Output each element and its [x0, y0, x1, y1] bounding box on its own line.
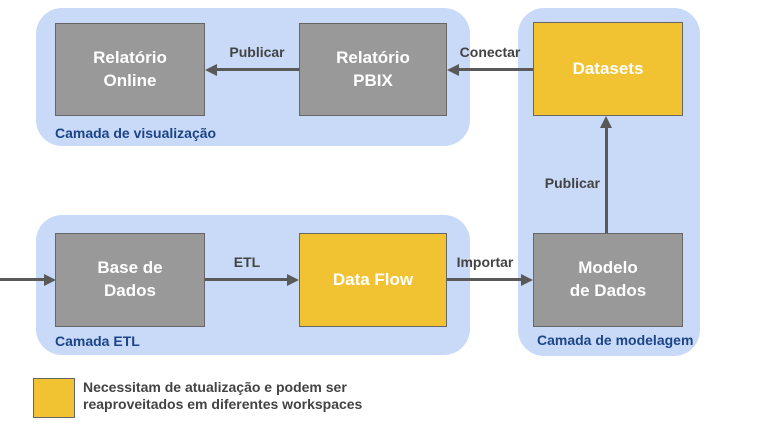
arrow-publicar-up-head: [600, 116, 612, 128]
arrow-importar-head: [521, 274, 533, 286]
arrow-publicar-top-head: [205, 64, 217, 76]
node-data-flow: Data Flow: [299, 233, 447, 327]
arrow-etl-head: [287, 274, 299, 286]
modeling-layer-label: Camada de modelagem: [537, 332, 694, 348]
legend-text: Necessitam de atualização e podem ser re…: [83, 379, 363, 412]
arrow-source-to-base-line: [0, 278, 46, 281]
node-relatorio-online: Relatório Online: [55, 23, 205, 116]
legend-yellow-swatch: [33, 378, 75, 418]
edge-label-publicar-top: Publicar: [229, 44, 285, 60]
edge-label-importar: Importar: [456, 254, 514, 270]
arrow-publicar-up-line: [605, 126, 608, 233]
arrow-conectar-head: [447, 64, 459, 76]
arrow-etl-line: [205, 278, 289, 281]
edge-label-etl: ETL: [233, 254, 261, 270]
arrow-conectar-line: [457, 68, 533, 71]
arrow-publicar-top-line: [215, 68, 299, 71]
node-datasets: Datasets: [533, 22, 683, 116]
visualization-layer-label: Camada de visualização: [55, 125, 217, 141]
node-base-de-dados: Base de Dados: [55, 233, 205, 327]
arrow-importar-line: [447, 278, 523, 281]
etl-layer-label: Camada ETL: [55, 333, 140, 349]
arrow-source-to-base-head: [44, 274, 56, 286]
node-relatorio-pbix: Relatório PBIX: [299, 23, 447, 116]
node-modelo-de-dados: Modelo de Dados: [533, 233, 683, 327]
edge-label-conectar: Conectar: [459, 44, 521, 60]
edge-label-publicar-up: Publicar: [544, 175, 600, 191]
